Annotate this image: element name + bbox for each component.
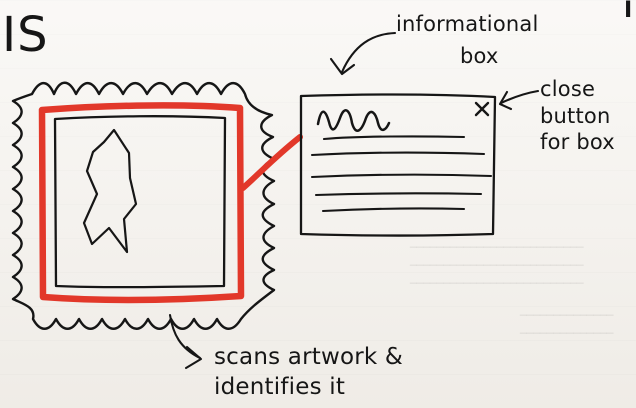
close-x-stroke xyxy=(474,101,490,117)
close-button-arrow xyxy=(499,89,540,105)
bleed-line: ______________ xyxy=(520,320,614,334)
informational-box-label-line-2: box xyxy=(460,44,499,68)
scan-label-line-2: identifies it xyxy=(214,374,346,400)
close-button-arrow-head xyxy=(498,90,513,111)
artwork-silhouette-icon xyxy=(82,128,138,254)
bleed-line: ______________ xyxy=(520,302,614,316)
text-line-4 xyxy=(314,192,483,197)
cropped-header-text: IS xyxy=(2,7,49,63)
bleed-line: __________________________ xyxy=(410,270,584,284)
informational-box-arrow-head xyxy=(329,57,356,76)
text-line-1 xyxy=(322,135,466,141)
informational-box-label-line-1: informational xyxy=(396,12,539,36)
informational-box-arrow xyxy=(340,31,397,74)
scan-label-line-1: scans artwork & xyxy=(214,344,404,370)
scalloped-stamp-frame xyxy=(11,81,276,330)
scan-arrow-head xyxy=(184,345,203,370)
connector-line-red xyxy=(240,134,303,191)
close-button-label-line-1: close xyxy=(540,77,596,101)
text-line-3 xyxy=(310,173,493,179)
close-x-icon[interactable] xyxy=(471,98,493,120)
paper-bleed-through: __________________________ _____________… xyxy=(410,232,600,286)
text-line-5 xyxy=(321,207,466,213)
bleed-line: __________________________ xyxy=(410,252,584,266)
cropped-right-header-text: I xyxy=(624,0,633,23)
close-button-label-line-3: for box xyxy=(540,130,615,154)
scan-frame-red-outline xyxy=(38,102,245,304)
squiggle-heading-placeholder xyxy=(316,109,391,132)
inner-artwork-frame xyxy=(53,115,227,289)
paper-bleed-through: ______________ ______________ xyxy=(520,300,620,336)
text-line-2 xyxy=(310,151,486,157)
bleed-line: __________________________ xyxy=(410,234,584,248)
informational-box xyxy=(299,93,497,237)
close-button-label-line-2: button xyxy=(540,104,611,128)
